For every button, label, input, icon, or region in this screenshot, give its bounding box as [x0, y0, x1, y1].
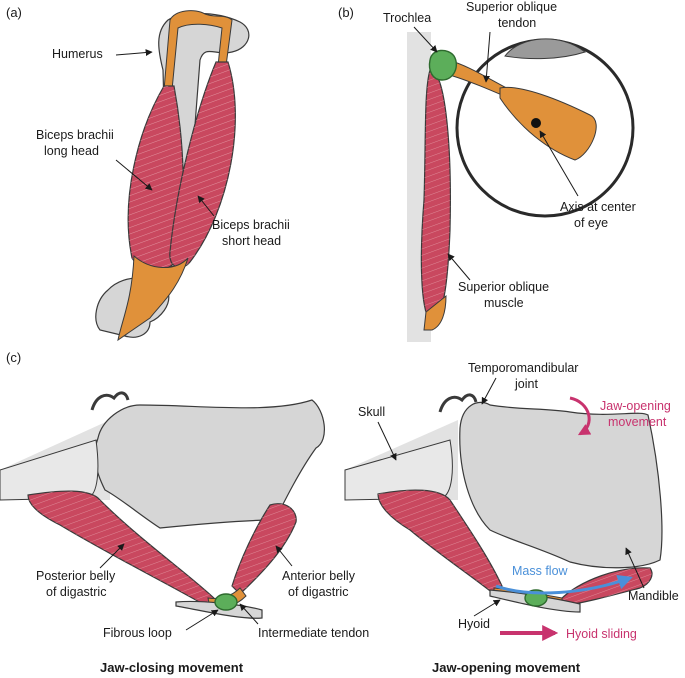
label-muscle-1: Superior oblique — [458, 280, 549, 294]
caption-jaw-opening: Jaw-opening movement — [432, 660, 581, 675]
label-short-head-1: Biceps brachii — [212, 218, 290, 232]
label-axis-2: of eye — [574, 216, 608, 230]
label-tendon-2: tendon — [498, 16, 536, 30]
panel-a: (a) Humerus Biceps brachii long head Bic… — [6, 5, 290, 340]
label-skull: Skull — [358, 405, 385, 419]
cornea — [505, 39, 585, 59]
label-hyoid-sliding: Hyoid sliding — [566, 627, 637, 641]
label-mandible: Mandible — [628, 589, 679, 603]
label-anterior-1: Anterior belly — [282, 569, 356, 583]
axis-point — [531, 118, 541, 128]
label-axis-1: Axis at center — [560, 200, 636, 214]
label-mass-flow: Mass flow — [512, 564, 569, 578]
trochlea-loop — [430, 50, 457, 80]
label-fibrous-loop: Fibrous loop — [103, 626, 172, 640]
label-hyoid: Hyoid — [458, 617, 490, 631]
panel-a-label: (a) — [6, 5, 22, 20]
label-anterior-2: of digastric — [288, 585, 348, 599]
panel-c-label: (c) — [6, 350, 21, 365]
label-long-head-2: long head — [44, 144, 99, 158]
biceps-distal-tendon — [118, 256, 188, 340]
label-jaw-opening-2: movement — [608, 415, 667, 429]
label-posterior-2: of digastric — [46, 585, 106, 599]
label-jaw-opening-1: Jaw-opening — [600, 399, 671, 413]
fibrous-loop-left — [215, 594, 237, 610]
label-trochlea: Trochlea — [383, 11, 431, 25]
label-posterior-1: Posterior belly — [36, 569, 116, 583]
label-muscle-2: muscle — [484, 296, 524, 310]
label-long-head-1: Biceps brachii — [36, 128, 114, 142]
label-tendon-1: Superior oblique — [466, 0, 557, 14]
caption-jaw-closing: Jaw-closing movement — [100, 660, 244, 675]
label-short-head-2: short head — [222, 234, 281, 248]
panel-c-right: Temporomandibular joint Skull Jaw-openin… — [345, 361, 679, 675]
label-tmj-1: Temporomandibular — [468, 361, 578, 375]
label-intermediate-tendon: Intermediate tendon — [258, 626, 369, 640]
panel-b-label: (b) — [338, 5, 354, 20]
label-tmj-2: joint — [514, 377, 538, 391]
panel-b: (b) Trochlea Superior oblique tendon Axi… — [338, 0, 636, 342]
panel-c-left: Posterior belly of digastric Anterior be… — [0, 393, 369, 675]
label-humerus: Humerus — [52, 47, 103, 61]
